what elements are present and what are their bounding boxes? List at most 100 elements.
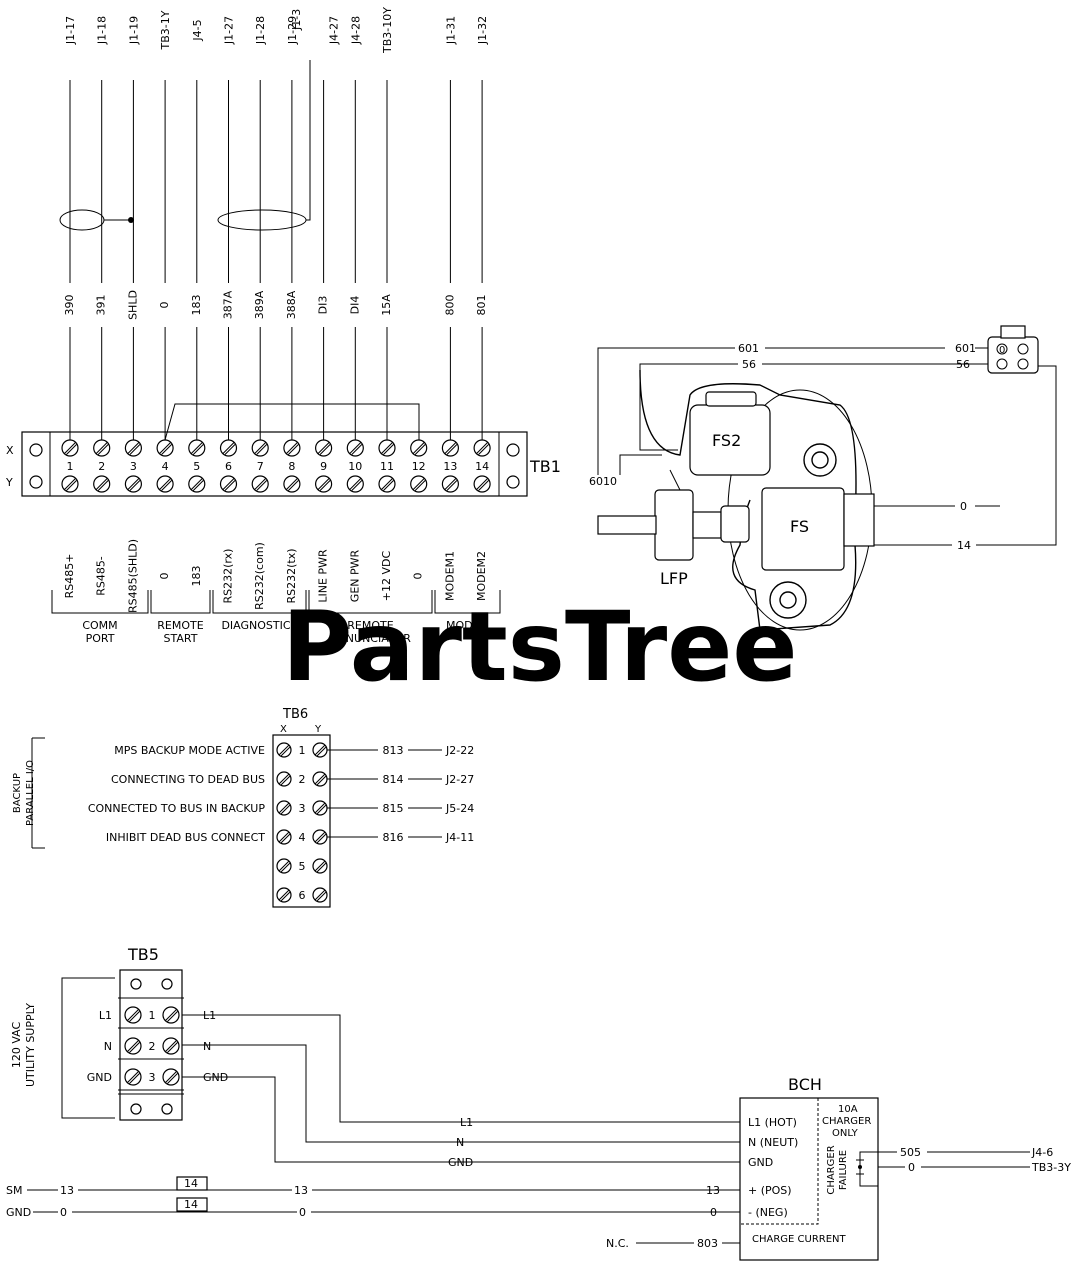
bch-nc: N.C. — [606, 1237, 629, 1250]
tb6-row-desc: MPS BACKUP MODE ACTIVE — [114, 744, 265, 757]
wire-13-a: 13 — [60, 1184, 74, 1197]
wire-0-label: 0 — [960, 500, 967, 513]
tb1-terminal-num: 4 — [162, 460, 169, 473]
tb6-dest-label: J2-22 — [445, 744, 474, 757]
tb5-label: TB5 — [127, 945, 159, 964]
tb1-func-label: MODEM2 — [475, 551, 488, 601]
fs-label: FS — [790, 517, 809, 536]
battery-charger-bch: BCH 10A CHARGER ONLY CHARGER FAILURE 505… — [445, 1075, 1071, 1261]
tb6-body — [272, 734, 331, 908]
tb5-terminal-num: 2 — [149, 1040, 156, 1053]
tb1-wire-label: 391 — [95, 295, 108, 316]
wire-0-a: 0 — [60, 1206, 67, 1219]
bch-failure-2: FAILURE — [838, 1150, 849, 1190]
wire-0-b: 0 — [299, 1206, 306, 1219]
ref-14-b: 14 — [184, 1198, 198, 1211]
fuel-solenoid-assembly: 0 601 601 56 56 6010 0 14 FS2 FS — [586, 325, 1057, 631]
bch-wire-fail0: 0 — [908, 1161, 915, 1174]
tb1-wire-label: SHLD — [126, 290, 139, 320]
bch-wire-803: 803 — [697, 1237, 718, 1250]
tb1-dest-j1-3: J1-3 — [290, 9, 303, 31]
tb1-func-label: RS232(com) — [253, 542, 266, 610]
tb1-group-line1: COMM — [82, 619, 117, 632]
tb1-func-label: RS485- — [95, 556, 108, 596]
tb1-label: TB1 — [529, 457, 561, 476]
tb1-wire-label: 387A — [222, 290, 235, 319]
bch-charger-1: 10A — [838, 1104, 858, 1115]
wire-14-label: 14 — [957, 539, 971, 552]
tb1-group-line1: REMOTE — [347, 619, 393, 632]
tb1-dest-label: J1-17 — [64, 16, 77, 45]
fs2-label: FS2 — [712, 431, 741, 450]
bch-body — [739, 1097, 879, 1261]
tb1-row-y-label: Y — [5, 476, 13, 489]
tb1-terminal-num: 12 — [412, 460, 426, 473]
tb1-wire-label: 801 — [475, 295, 488, 316]
tb1-terminal-num: 1 — [67, 460, 74, 473]
tb6-wire-label: 813 — [383, 744, 404, 757]
tb5-to-bch-wires — [182, 1014, 740, 1163]
tb1-group-line1: REMOTE — [157, 619, 203, 632]
tb1-wire-label: 0 — [158, 302, 171, 309]
tb6-side-label-2: PARALLEL I/O — [25, 760, 36, 826]
tb1-dest-label: J1-27 — [223, 16, 236, 45]
tb1-dest-label: J1-31 — [444, 16, 457, 45]
tb1-group-line2: PORT — [86, 632, 115, 645]
tb1-group-line2: START — [164, 632, 198, 645]
bch-input-term: N (NEUT) — [748, 1136, 798, 1149]
tb1-wire-label: 800 — [443, 295, 456, 316]
bch-label: BCH — [788, 1075, 822, 1094]
bch-charge-current: CHARGE CURRENT — [752, 1234, 847, 1245]
tb6-row-desc: INHIBIT DEAD BUS CONNECT — [106, 831, 265, 844]
ref-14-a: 14 — [184, 1177, 198, 1190]
tb1-wire-label: 389A — [253, 290, 266, 319]
tb6-col-y: Y — [314, 724, 322, 735]
tb1-dest-label: J1-29 — [286, 16, 299, 45]
bch-input-term: + (POS) — [748, 1184, 792, 1197]
tb6-dest-label: J2-27 — [445, 773, 474, 786]
bch-input-term: GND — [748, 1156, 773, 1169]
tb6-wire-label: 814 — [383, 773, 404, 786]
lfp-label: LFP — [660, 569, 688, 588]
tb1-dest-label: J1-28 — [254, 16, 267, 45]
watermark: PartsTree — [282, 591, 797, 703]
tb1-func-label: 183 — [190, 566, 203, 587]
tb1-dest-label: TB3-10Y — [381, 7, 394, 54]
tb1-group-line2: ANNUNCIATOR — [330, 632, 411, 645]
bch-failure-1: CHARGER — [826, 1145, 837, 1194]
tb1-terminal-num: 7 — [257, 460, 264, 473]
tb1-func-label: RS485+ — [63, 554, 76, 599]
tb5-left-label: N — [104, 1040, 112, 1053]
bch-dest-fail0: TB3-3Y — [1031, 1161, 1071, 1174]
tb1-func-label: LINE PWR — [317, 549, 330, 603]
bch-input-term: - (NEG) — [748, 1206, 788, 1219]
tb5-side-label-1: 120 VAC — [10, 1022, 23, 1069]
tb1-wire-label: 390 — [63, 295, 76, 316]
tb1-func-label: GEN PWR — [348, 549, 361, 602]
ref-box-1 — [176, 1176, 208, 1191]
tb6-dest-label: J5-24 — [445, 802, 474, 815]
tb5-side-label-2: UTILITY SUPPLY — [24, 1003, 37, 1087]
tb1-dest-label: J1-19 — [127, 16, 140, 45]
tb1-group-line1: DIAGNOSTICS — [221, 619, 297, 632]
tb1-terminal-num: 11 — [380, 460, 394, 473]
tb1-func-label: RS485(SHLD) — [126, 539, 139, 613]
tb1-terminal-num: 5 — [193, 460, 200, 473]
bch-charger-2: CHARGER — [822, 1116, 871, 1127]
conn-pin-0: 0 — [999, 345, 1005, 356]
sm-label: SM — [6, 1184, 22, 1197]
wire-56-label: 56 — [742, 358, 756, 371]
tb1-dest-label: TB3-1Y — [159, 10, 172, 50]
tb5-left-label: GND — [87, 1071, 112, 1084]
lfp-regulator — [654, 489, 694, 561]
tb6-row-desc: CONNECTED TO BUS IN BACKUP — [88, 802, 266, 815]
tb1-terminal-num: 9 — [320, 460, 327, 473]
tb5-left-label: L1 — [99, 1009, 112, 1022]
tb5-wire-label: N — [203, 1040, 211, 1053]
tb6-wire-label: 815 — [383, 802, 404, 815]
tb1-dest-label: J4-5 — [191, 19, 204, 41]
tb1-group-line1: MODEM — [446, 619, 489, 632]
tb6-terminal-num: 3 — [299, 802, 306, 815]
tb1-terminal-num: 8 — [288, 460, 295, 473]
